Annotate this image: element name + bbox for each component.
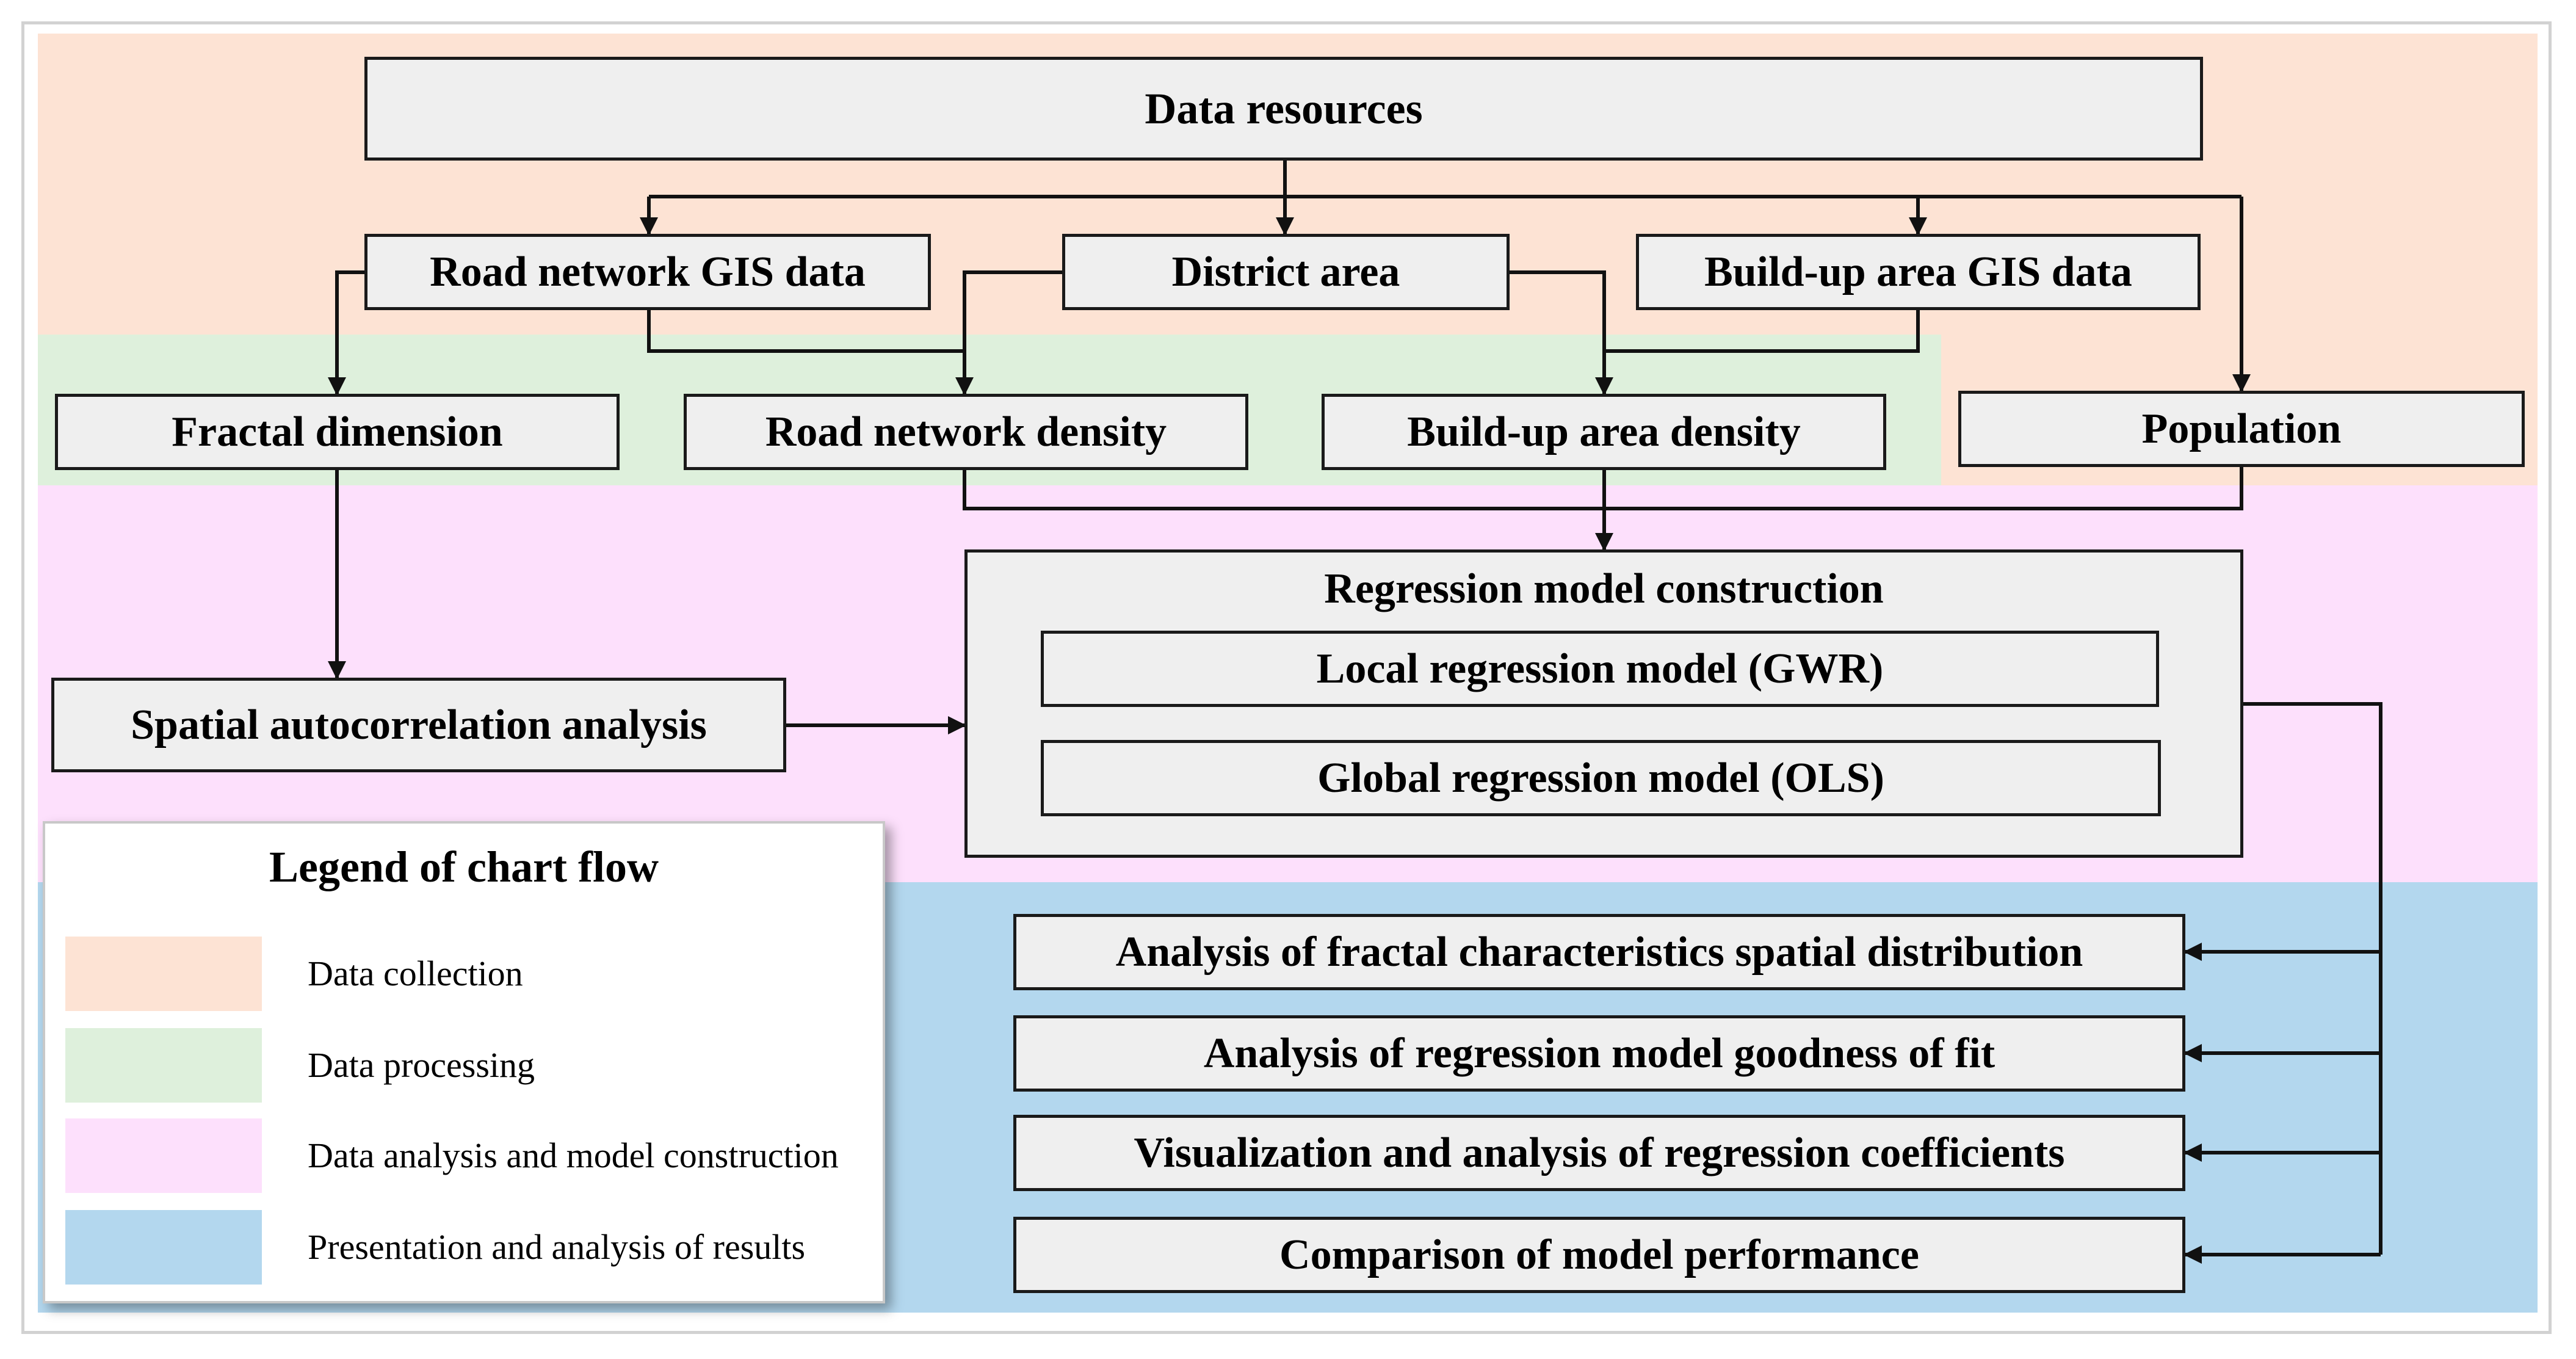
legend-swatch (65, 1118, 262, 1193)
legend-label: Data collection (308, 954, 523, 993)
legend-label: Presentation and analysis of results (308, 1227, 806, 1267)
node-buildup-area-density: Build-up area density (1322, 394, 1886, 470)
legend-swatch (65, 937, 262, 1011)
legend-label: Data analysis and model construction (308, 1136, 839, 1175)
node-local-regression-gwr: Local regression model (GWR) (1041, 631, 2159, 707)
node-data-resources: Data resources (364, 57, 2203, 161)
legend-swatch (65, 1028, 262, 1103)
legend-title: Legend of chart flow (269, 843, 659, 891)
node-result-goodness-of-fit: Analysis of regression model goodness of… (1013, 1015, 2185, 1092)
node-district-area: District area (1062, 234, 1510, 310)
regression-construction-title: Regression model construction (1324, 565, 1884, 612)
node-population: Population (1958, 391, 2525, 467)
node-result-fractal-spatial-distribution: Analysis of fractal characteristics spat… (1013, 914, 2185, 990)
node-spatial-autocorrelation-analysis: Spatial autocorrelation analysis (51, 678, 786, 772)
node-road-network-gis-data: Road network GIS data (364, 234, 931, 310)
legend-label: Data processing (308, 1045, 535, 1085)
node-road-network-density: Road network density (684, 394, 1248, 470)
legend-swatch (65, 1210, 262, 1285)
node-global-regression-ols: Global regression model (OLS) (1041, 740, 2161, 816)
node-result-regression-coefficients: Visualization and analysis of regression… (1013, 1115, 2185, 1191)
node-result-model-comparison: Comparison of model performance (1013, 1217, 2185, 1293)
node-buildup-area-gis-data: Build-up area GIS data (1636, 234, 2201, 310)
node-fractal-dimension: Fractal dimension (55, 394, 620, 470)
